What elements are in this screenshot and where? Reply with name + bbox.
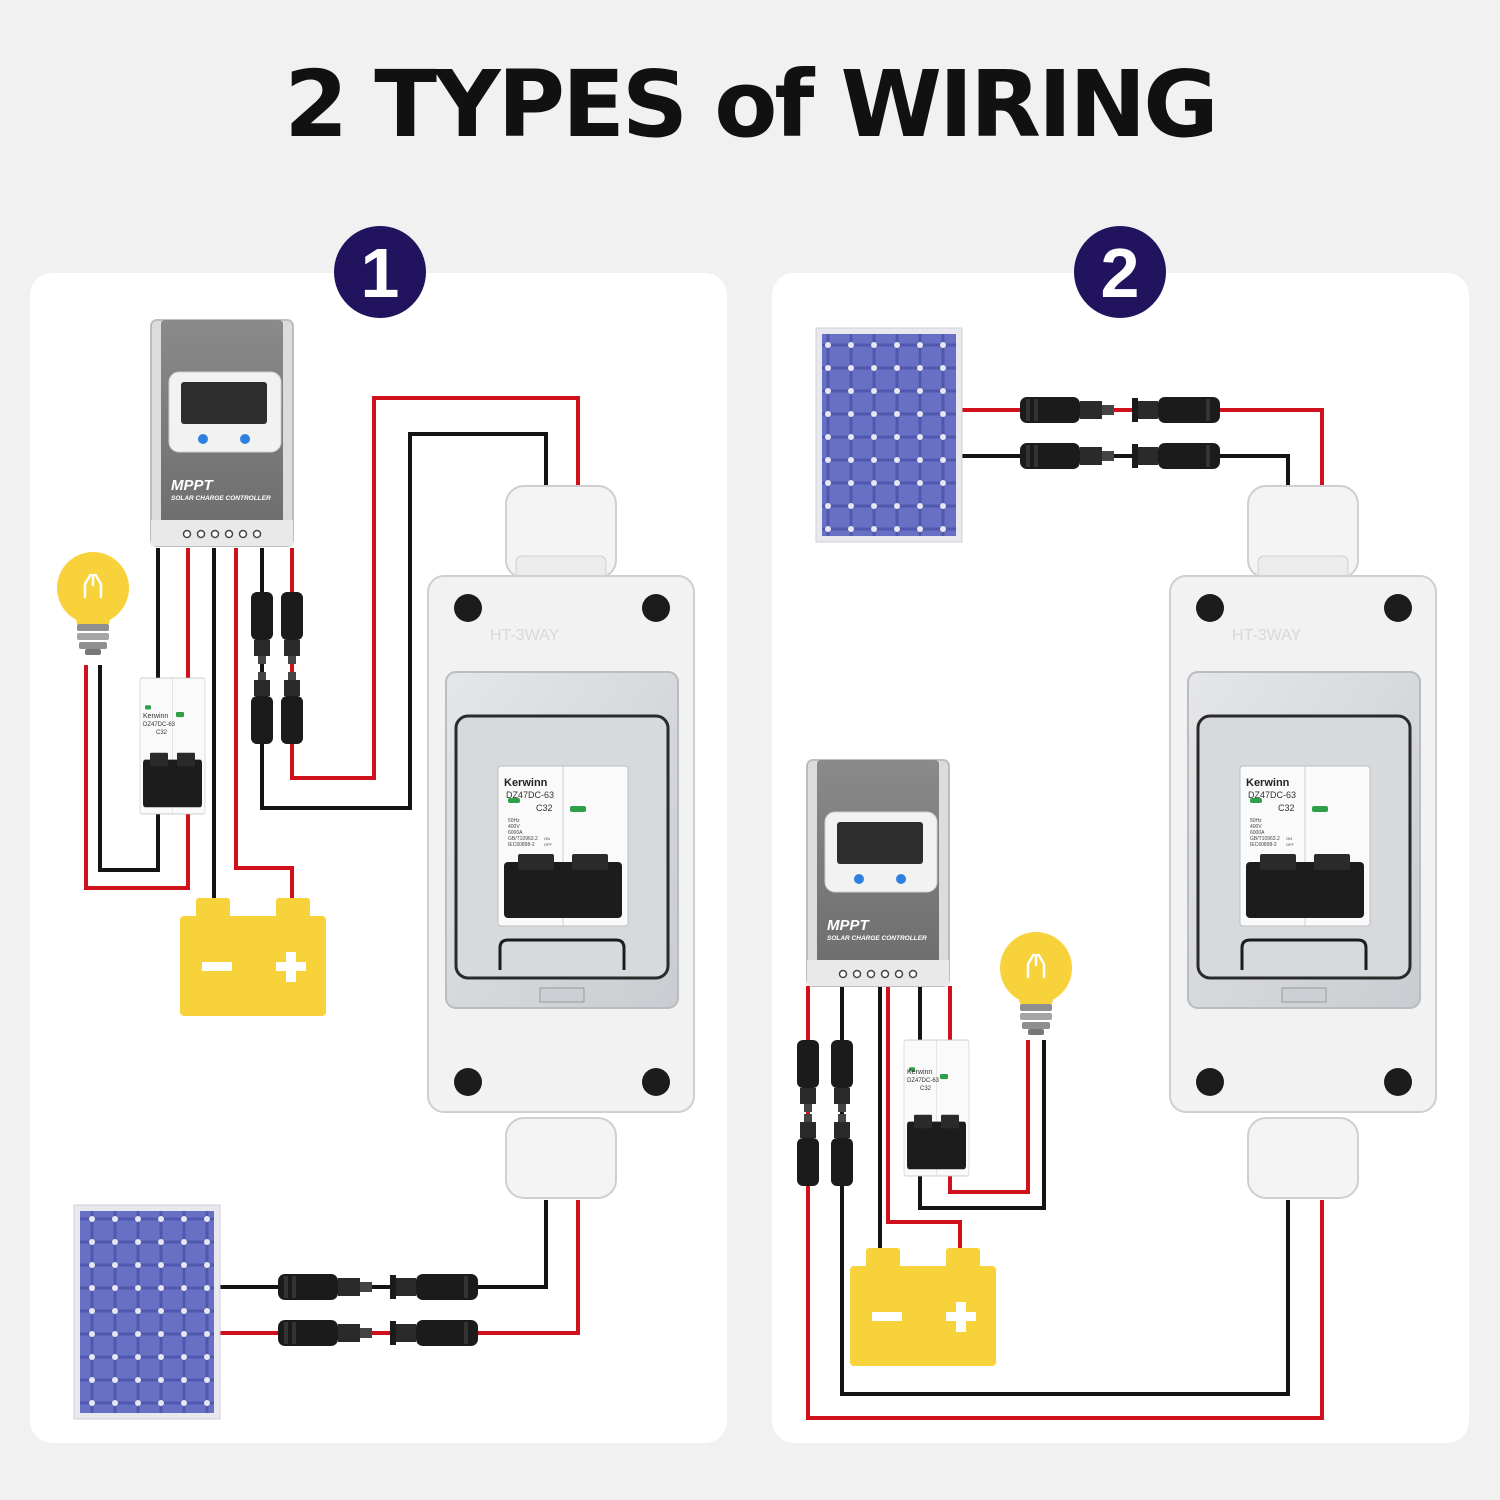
mppt-controller-2: MPPT SOLAR CHARGE CONTROLLER (806, 759, 950, 987)
breaker-model: DZ47DC-63 (1248, 790, 1296, 800)
diagram-number: 2 (1101, 234, 1140, 312)
breaker-on-label: ON (544, 836, 550, 841)
main-breaker-2: Kerwinn DZ47DC-63 C32 50Hz 400V 6000A GB… (1239, 765, 1371, 927)
main-breaker-1: Kerwinn DZ47DC-63 C32 50Hz 400V 6000A GB… (497, 765, 629, 927)
breaker-spec: IEC60898-2 (508, 842, 535, 848)
breaker-spec: 400V (508, 824, 520, 830)
enclosure-1: HT-3WAY Kerwinn DZ47DC-63 C32 50Hz 400V … (427, 485, 695, 1199)
breaker-spec: GB/T10963.2 (508, 836, 538, 842)
breaker-spec: 400V (1250, 824, 1262, 830)
enclosure-model: HT-3WAY (490, 627, 560, 644)
small-breaker-brand: Kerwinn (143, 713, 168, 720)
mppt-controller-1: MPPT SOLAR CHARGE CONTROLLER (150, 319, 294, 547)
small-breaker-brand: Kerwinn (907, 1069, 932, 1076)
breaker-brand: Kerwinn (504, 777, 548, 789)
breaker-rating: C32 (536, 803, 553, 813)
breaker-spec: 6000A (1250, 830, 1265, 836)
small-breaker-rating: C32 (156, 730, 168, 736)
breaker-off-label: OFF (544, 842, 553, 847)
breaker-on-label: ON (1286, 836, 1292, 841)
breaker-spec: 50Hz (508, 818, 520, 824)
breaker-model: DZ47DC-63 (506, 790, 554, 800)
breaker-spec: GB/T10963.2 (1250, 836, 1280, 842)
diagram-1: MPPT SOLAR CHARGE CONTROLLER Kerwinn DZ4… (55, 226, 695, 1420)
small-breaker-model: DZ47DC-63 (143, 722, 176, 728)
diagram-2-badge: 2 (1074, 226, 1166, 318)
small-breaker-rating: C32 (920, 1086, 932, 1092)
breaker-spec: IEC60898-2 (1250, 842, 1277, 848)
breaker-spec: 6000A (508, 830, 523, 836)
breaker-brand: Kerwinn (1246, 777, 1290, 789)
breaker-spec: 50Hz (1250, 818, 1262, 824)
controller-label: MPPT (171, 477, 215, 494)
enclosure-2: HT-3WAY Kerwinn DZ47DC-63 C32 50Hz 400V … (1169, 485, 1437, 1199)
breaker-off-label: OFF (1286, 842, 1295, 847)
small-breaker-2 (903, 1039, 970, 1177)
page-title: 2 TYPES of WIRING (284, 51, 1219, 158)
solar-panel-icon (73, 1204, 221, 1420)
enclosure-model: HT-3WAY (1232, 627, 1302, 644)
small-breaker-1 (139, 677, 206, 815)
breaker-rating: C32 (1278, 803, 1295, 813)
diagram-number: 1 (361, 234, 400, 312)
diagram-1-badge: 1 (334, 226, 426, 318)
diagram-2: HT-3WAY Kerwinn DZ47DC-63 C32 50Hz 400V … (797, 226, 1437, 1420)
solar-panel-icon (815, 327, 963, 543)
controller-sublabel: SOLAR CHARGE CONTROLLER (827, 935, 927, 942)
small-breaker-model: DZ47DC-63 (907, 1078, 940, 1084)
controller-sublabel: SOLAR CHARGE CONTROLLER (171, 495, 271, 502)
controller-label: MPPT (827, 917, 871, 934)
